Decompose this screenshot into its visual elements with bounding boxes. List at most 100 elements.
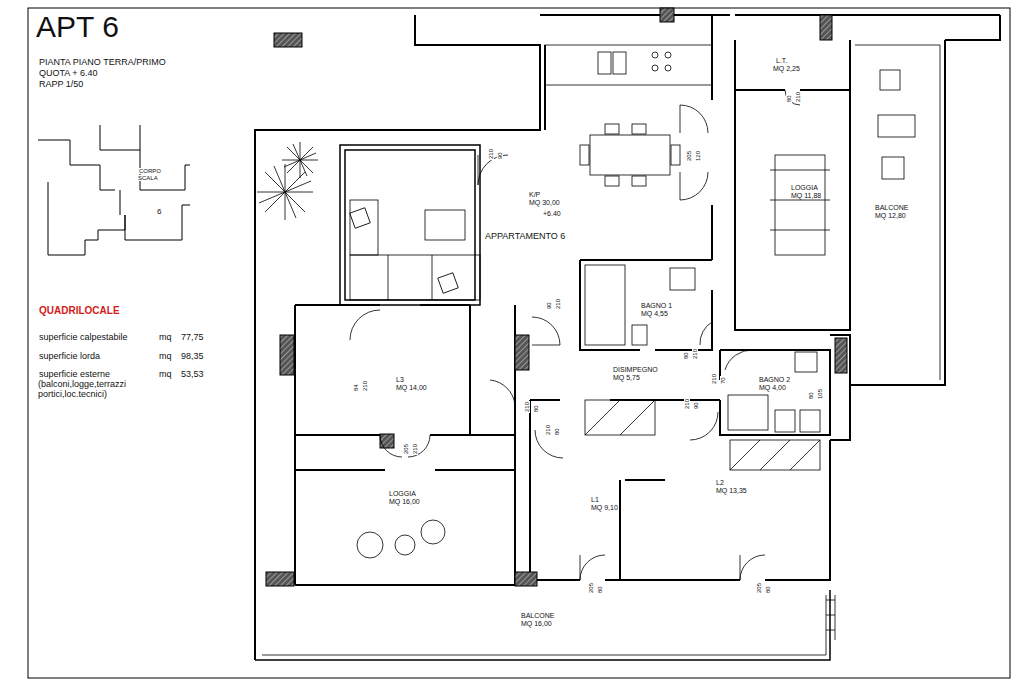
door-swings bbox=[680, 105, 708, 200]
dimension-label: 210 bbox=[524, 401, 530, 413]
dimension-label: 210 bbox=[545, 424, 551, 436]
furniture bbox=[632, 124, 646, 134]
label-box: 6 bbox=[156, 208, 162, 217]
plan-label: 77,75 bbox=[180, 332, 205, 342]
label-box: BALCONE bbox=[520, 612, 555, 620]
dimension-label: 210 bbox=[711, 373, 717, 385]
dimension-box: 210 bbox=[362, 380, 369, 392]
furniture bbox=[350, 255, 480, 300]
title-box: APT 6 bbox=[36, 12, 119, 42]
door-swings bbox=[740, 555, 765, 580]
dimension-box: 210 bbox=[488, 148, 495, 160]
furniture bbox=[652, 65, 658, 71]
furniture bbox=[795, 352, 817, 372]
plan-label: mq bbox=[158, 332, 173, 342]
structural-columns bbox=[515, 335, 529, 370]
dimension-box: 210 bbox=[795, 91, 802, 103]
label-box: MQ 4,55 bbox=[640, 310, 669, 318]
dimension-label: 90 bbox=[497, 151, 503, 160]
dimension-label: 205 bbox=[756, 582, 762, 594]
furniture bbox=[585, 400, 655, 435]
plan-label: superficie esterne (balconi,logge,terraz… bbox=[38, 369, 126, 399]
dimension-box: 80 bbox=[533, 404, 540, 413]
plan-label: LOGGIA bbox=[388, 490, 417, 497]
plan-label: MQ 9,10 bbox=[590, 504, 619, 511]
plan-label: MQ 12,80 bbox=[874, 212, 907, 219]
dimension-box: 205 bbox=[588, 582, 595, 594]
door-swings bbox=[532, 317, 560, 345]
plan-label: K/P bbox=[528, 191, 541, 198]
label-box: K/P bbox=[528, 191, 541, 199]
plants bbox=[282, 142, 318, 178]
furniture bbox=[665, 52, 671, 58]
dimension-label: 210 bbox=[362, 380, 368, 392]
plan-label: MQ 4,00 bbox=[758, 384, 787, 391]
walls bbox=[530, 335, 850, 580]
label-box: superficie calpestabile bbox=[38, 333, 129, 343]
plan-label: +6.40 bbox=[542, 210, 562, 217]
dimension-label: 80 bbox=[683, 351, 689, 360]
label-box: MQ 16,00 bbox=[388, 498, 421, 506]
dimension-label: 105 bbox=[817, 388, 823, 400]
furniture bbox=[545, 45, 712, 85]
furniture bbox=[605, 176, 619, 186]
furniture bbox=[395, 535, 415, 555]
plan-label: L.T. bbox=[775, 57, 788, 64]
dimension-label: 84 bbox=[353, 383, 359, 392]
furniture bbox=[880, 70, 900, 90]
dimension-label: 210 bbox=[555, 298, 561, 310]
label-box: 53,53 bbox=[180, 370, 205, 380]
plan-label: BALCONE bbox=[520, 612, 555, 619]
plan-label: BAGNO 2 bbox=[758, 376, 791, 383]
dimension-box: 210 bbox=[692, 348, 699, 360]
plan-label: 6 bbox=[156, 207, 162, 216]
furniture bbox=[605, 124, 619, 134]
plan-label: MQ 11,88 bbox=[790, 192, 822, 199]
furniture bbox=[730, 440, 820, 470]
walls bbox=[255, 15, 1000, 660]
label-box: CORPO SCALA bbox=[138, 168, 168, 181]
label-box: mq bbox=[158, 333, 173, 343]
dimension-box: 90 bbox=[546, 301, 553, 310]
structural-columns bbox=[266, 572, 294, 586]
door-swings bbox=[380, 435, 430, 457]
label-box: MQ 5,75 bbox=[612, 374, 641, 382]
plan-label: DISIMPEGNO bbox=[612, 366, 659, 373]
structural-columns bbox=[515, 572, 537, 586]
label-box: L1 bbox=[590, 496, 600, 504]
door-swings bbox=[580, 555, 605, 580]
furniture bbox=[590, 135, 670, 175]
label-box: LOGGIA bbox=[388, 490, 417, 498]
sheet-frame bbox=[28, 8, 1010, 678]
structural-columns bbox=[835, 338, 847, 373]
label-box: L2 bbox=[715, 479, 725, 487]
plan-label: RAPP 1/50 bbox=[38, 79, 84, 89]
structural-columns bbox=[380, 434, 394, 448]
dimension-label: 210 bbox=[412, 443, 418, 455]
plan-label: BAGNO 1 bbox=[640, 302, 673, 309]
label-box: superficie lorda bbox=[38, 352, 101, 362]
dimension-box: 80 bbox=[765, 585, 772, 594]
dimension-box: 205 bbox=[403, 443, 410, 455]
label-box: BAGNO 1 bbox=[640, 302, 673, 310]
plan-label: L2 bbox=[715, 479, 725, 486]
dimension-box: 210 bbox=[555, 298, 562, 310]
structural-columns bbox=[660, 8, 674, 22]
furniture bbox=[671, 145, 680, 165]
dimension-label: 205 bbox=[588, 582, 594, 594]
dimension-label: 90 bbox=[546, 301, 552, 310]
label-box: BAGNO 2 bbox=[758, 376, 791, 384]
dimension-box: 210 bbox=[524, 401, 531, 413]
key-plan bbox=[38, 125, 190, 255]
plan-label: MQ 16,00 bbox=[520, 620, 553, 627]
label-box: PIANTA PIANO TERRA/PRIMO bbox=[38, 58, 167, 68]
dimension-label: 80 bbox=[786, 94, 792, 103]
plants bbox=[257, 164, 313, 220]
furniture bbox=[800, 410, 820, 432]
furniture bbox=[730, 440, 820, 470]
furniture bbox=[438, 273, 459, 294]
furniture bbox=[388, 255, 432, 300]
structural-columns bbox=[280, 335, 294, 375]
dimension-box: 105 bbox=[817, 388, 824, 400]
plan-label: CORPO SCALA bbox=[138, 168, 161, 181]
